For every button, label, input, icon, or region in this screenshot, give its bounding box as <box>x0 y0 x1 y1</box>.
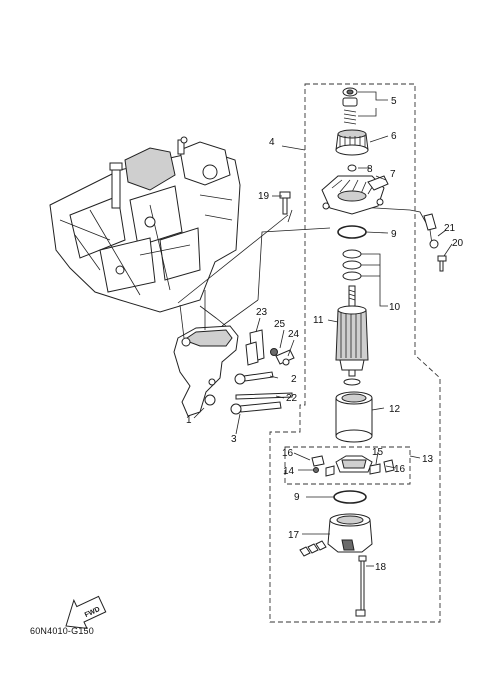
callout-18: 18 <box>375 562 387 573</box>
callout-9-lower: 9 <box>294 492 300 503</box>
callout-17: 17 <box>288 530 300 541</box>
callout-25: 25 <box>274 319 286 330</box>
bolt-19 <box>279 191 291 215</box>
callout-numbers: 5 6 4 8 7 19 9 21 20 10 23 11 25 24 2 22… <box>186 96 464 573</box>
callout-21: 21 <box>444 223 456 234</box>
lead-wire-terminal <box>423 213 447 272</box>
fwd-arrow-icon: FWD <box>65 595 107 629</box>
callout-16-right: 16 <box>394 464 406 475</box>
through-bolts <box>355 555 367 617</box>
callout-7: 7 <box>390 169 396 180</box>
yoke <box>335 391 373 443</box>
callout-9-upper: 9 <box>391 229 397 240</box>
callout-22: 22 <box>286 393 298 404</box>
callout-5: 5 <box>391 96 397 107</box>
brush-kit-boundary <box>284 446 411 485</box>
callout-8: 8 <box>367 164 373 175</box>
callout-10: 10 <box>389 302 401 313</box>
armature <box>335 285 369 386</box>
callout-4: 4 <box>269 137 275 148</box>
starter-bracket-assembly <box>173 325 295 417</box>
callout-19: 19 <box>258 191 270 202</box>
callout-11: 11 <box>313 315 324 326</box>
callout-3: 3 <box>231 434 237 445</box>
callout-16-left: 16 <box>282 448 294 459</box>
callout-13: 13 <box>422 454 434 465</box>
callout-24: 24 <box>288 329 300 340</box>
callout-23: 23 <box>256 307 268 318</box>
brush-holder <box>311 455 395 477</box>
bushing <box>347 164 357 172</box>
callout-15: 15 <box>372 447 384 458</box>
callout-12: 12 <box>389 404 401 415</box>
upper-end-cap <box>321 175 389 215</box>
washer-stack <box>342 249 362 281</box>
callout-6: 6 <box>391 131 397 142</box>
callout-1: 1 <box>186 415 192 426</box>
engine-block <box>49 136 241 313</box>
o-ring-lower <box>333 490 367 504</box>
o-ring-upper <box>337 225 367 239</box>
starter-assembly-boundary <box>269 83 441 623</box>
callout-20: 20 <box>452 238 464 249</box>
pinion-parts <box>342 87 358 125</box>
drive-gear <box>335 129 369 156</box>
leader-lines <box>193 91 453 567</box>
callout-14: 14 <box>283 466 295 477</box>
drawing-code: 60N4010-G150 <box>30 626 94 636</box>
lower-end-cap <box>299 513 373 557</box>
callout-2: 2 <box>291 374 297 385</box>
